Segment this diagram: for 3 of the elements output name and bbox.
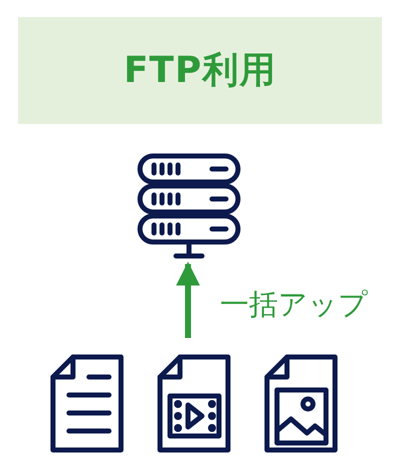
edge-label: 一括アップ (220, 286, 368, 322)
arrow (176, 262, 200, 338)
title-band: FTP利用 (18, 17, 382, 124)
